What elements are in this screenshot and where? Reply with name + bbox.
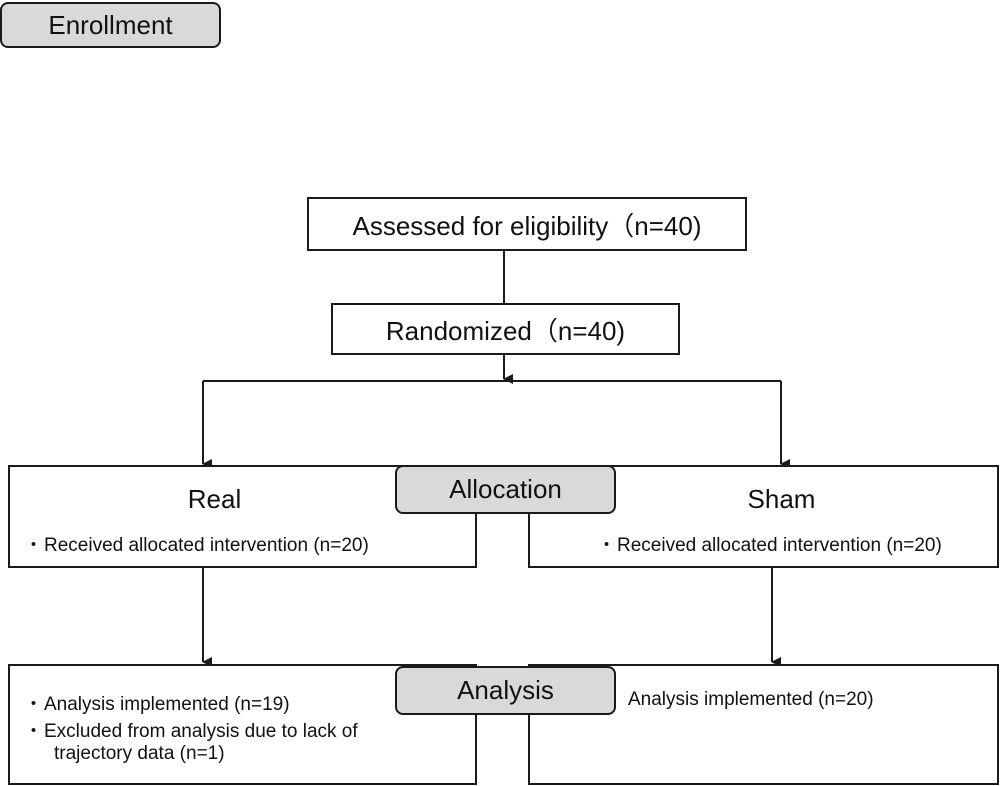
real-analysis-item-2-cont-text: trajectory data (n=1) (54, 743, 225, 764)
bullet-icon: ・ (24, 535, 44, 556)
enrollment-phase-label: Enrollment (0, 2, 221, 48)
sham-allocation-item: ・Received allocated intervention (n=20) (597, 530, 942, 557)
enrollment-label-text: Enrollment (48, 9, 173, 40)
randomized-text: Randomized（n=40) (385, 315, 626, 346)
sham-allocation-item-text: Received allocated intervention (n=20) (617, 535, 942, 556)
real-analysis-item-1: ・Analysis implemented (n=19) (24, 689, 290, 716)
eligibility-box: Assessed for eligibility（n=40) (307, 197, 747, 251)
real-allocation-item-text: Received allocated intervention (n=20) (44, 535, 369, 556)
bullet-icon: ・ (597, 535, 617, 556)
real-analysis-item-2: ・Excluded from analysis due to lack of (24, 716, 358, 743)
real-analysis-item-2-continued: trajectory data (n=1) (54, 743, 225, 765)
analysis-label-text: Analysis (457, 675, 554, 705)
real-allocation-box: Real ・Received allocated intervention (n… (8, 465, 477, 568)
real-analysis-item-1-text: Analysis implemented (n=19) (44, 694, 290, 715)
allocation-label-text: Allocation (449, 474, 562, 504)
allocation-phase-label: Allocation (395, 465, 616, 514)
real-allocation-item: ・Received allocated intervention (n=20) (24, 530, 369, 557)
sham-analysis-item: Analysis implemented (n=20) (628, 689, 874, 711)
eligibility-text: Assessed for eligibility（n=40) (352, 210, 702, 241)
randomized-box: Randomized（n=40) (331, 303, 680, 355)
sham-arm-title: Sham (747, 484, 816, 514)
analysis-phase-label: Analysis (395, 666, 616, 715)
real-analysis-item-2-text: Excluded from analysis due to lack of (44, 721, 358, 742)
bullet-icon: ・ (24, 694, 44, 715)
real-arm-title: Real (187, 484, 242, 514)
bullet-icon: ・ (24, 721, 44, 742)
sham-analysis-item-text: Analysis implemented (n=20) (628, 689, 874, 710)
